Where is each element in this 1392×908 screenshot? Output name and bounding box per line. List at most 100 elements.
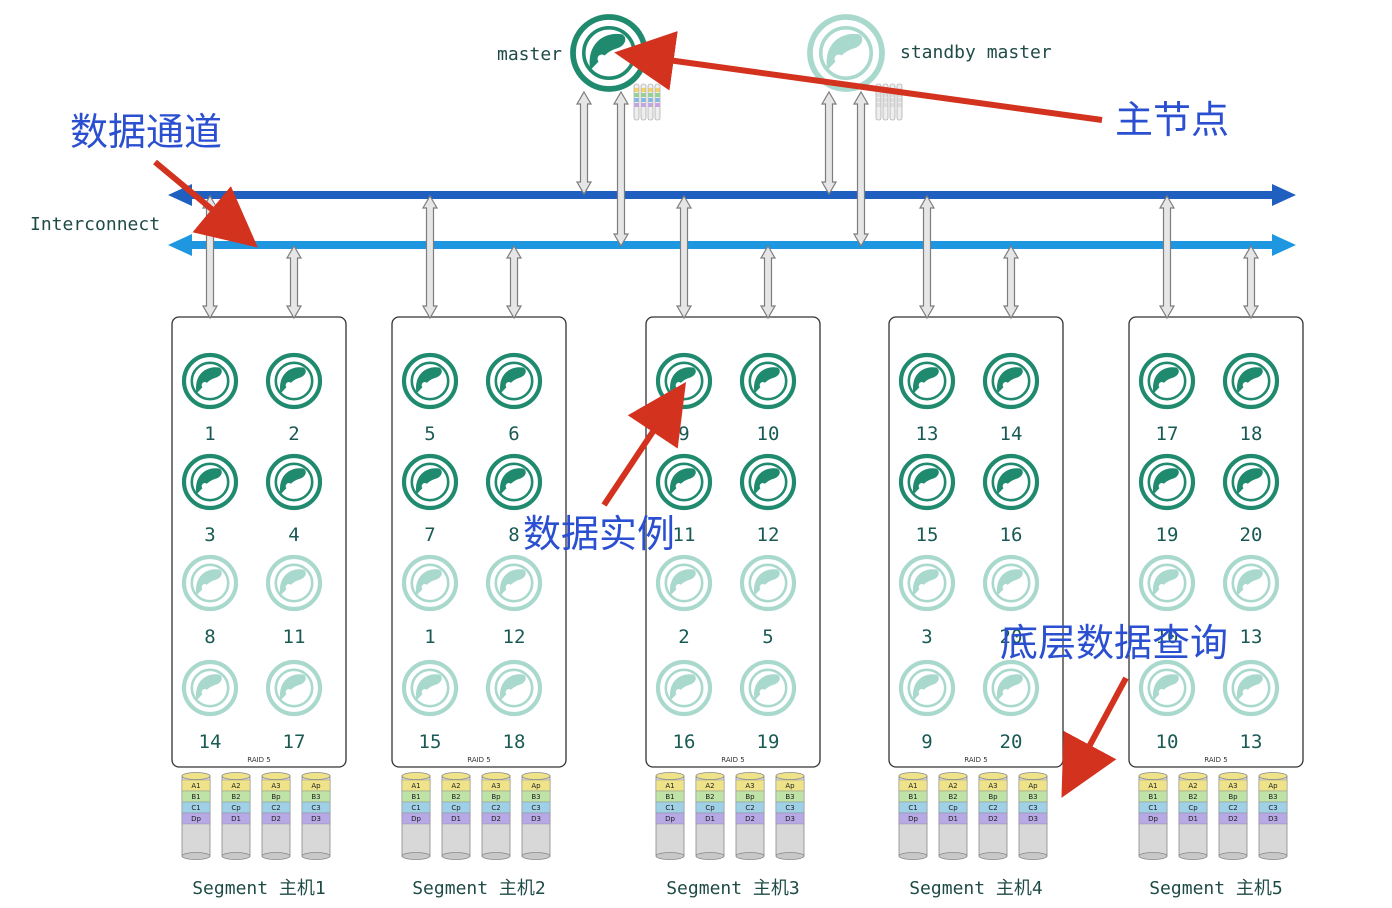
standby-link-bottom [852,90,870,248]
segment-instance-number: 5 [762,626,773,648]
disk-block-label: C1 [665,804,674,812]
disk-block-label: B3 [785,793,794,801]
segment-instance-number: 1 [424,626,435,648]
segment-instance-number: 20 [1000,626,1023,648]
standby-link-top [820,90,838,196]
raid-label: RAID 5 [964,756,988,764]
master-link-bottom [612,90,630,248]
segment-instance-number: 13 [1240,626,1263,648]
disk-block-label: C1 [908,804,917,812]
segment-link-top [675,194,693,320]
disk-block-label: D2 [1228,815,1238,823]
disk-block-label: B3 [1268,793,1277,801]
disk-block-label: C3 [1028,804,1037,812]
segment-link-bottom [505,244,523,320]
annotation-data-instance: 数据实例 [523,512,675,556]
segment-instance-number: 10 [1156,731,1179,753]
disk-block-label: A1 [665,782,674,790]
raid-label: RAID 5 [1204,756,1228,764]
disk-block-label: A3 [1228,782,1237,790]
segment-link-bottom [1242,244,1260,320]
segment-mirror-instance-icon [739,554,797,612]
segment-instance-number: 14 [199,731,222,753]
interconnect-label: Interconnect [30,214,160,235]
disk-block-label: B2 [231,793,240,801]
segment-mirror-instance-icon [485,659,543,717]
segment-primary-instance-icon [265,352,323,410]
segment-instance-number: 19 [1156,524,1179,546]
disk-block-label: Cp [705,804,715,812]
segment-mirror-instance-icon [655,554,713,612]
disk-block-label: B3 [531,793,540,801]
disk-block-label: D1 [705,815,715,823]
annotation-data-channel: 数据通道 [70,110,222,154]
segment-primary-instance-icon [401,453,459,511]
disk-block-label: D1 [231,815,241,823]
segment-primary-instance-icon [982,352,1040,410]
disk-block-label: Dp [908,815,918,823]
raid-label: RAID 5 [247,756,271,764]
disk-block-label: D2 [491,815,501,823]
segment-mirror-instance-icon [181,659,239,717]
disk-block-label: C2 [745,804,754,812]
standby-master-label: standby master [900,42,1052,63]
disk-block-label: Bp [988,793,998,801]
segment-mirror-instance-icon [739,659,797,717]
disk-block-label: C3 [1268,804,1277,812]
segment-primary-instance-icon [1138,453,1196,511]
segment-instance-number: 2 [678,626,689,648]
disk-block-label: A1 [191,782,200,790]
segment-mirror-instance-icon [181,554,239,612]
disk-block-label: B2 [451,793,460,801]
disk-block-label: Ap [1268,782,1278,790]
segment-primary-instance-icon [739,352,797,410]
disk-block-label: D3 [785,815,795,823]
disk-block-label: B3 [1028,793,1037,801]
segment-instance-number: 10 [1156,626,1179,648]
segment-mirror-instance-icon [1222,554,1280,612]
raid-label: RAID 5 [721,756,745,764]
segment-mirror-instance-icon [265,554,323,612]
disk-block-label: C1 [1148,804,1157,812]
segment-instance-number: 16 [1000,524,1023,546]
segment-mirror-instance-icon [898,659,956,717]
segment-instance-number: 20 [1240,524,1263,546]
disk-block-label: Bp [271,793,281,801]
segment-instance-number: 13 [916,423,939,445]
master-storage-icon [633,83,661,121]
disk-block-label: Ap [311,782,321,790]
segment-primary-instance-icon [1222,453,1280,511]
segment-instance-number: 9 [921,731,932,753]
main-node-arrow [614,31,1103,123]
segment-primary-instance-icon [1138,352,1196,410]
data-channel-arrow [153,159,258,248]
disk-block-label: C3 [531,804,540,812]
storage-query-arrow [1061,676,1129,798]
disk-block-label: A2 [705,782,714,790]
segment-host-name: Segment 主机1 [192,878,326,899]
segment-primary-instance-icon [485,352,543,410]
segment-primary-instance-icon [485,453,543,511]
disk-block-label: A3 [745,782,754,790]
segment-mirror-instance-icon [982,659,1040,717]
segment-mirror-instance-icon [982,554,1040,612]
disk-block-label: B1 [1148,793,1157,801]
segment-mirror-instance-icon [1138,659,1196,717]
raid-label: RAID 5 [467,756,491,764]
segment-instance-number: 18 [503,731,526,753]
interconnect-bus-bottom [168,234,1296,256]
disk-block-label: A3 [271,782,280,790]
disk-block-label: Bp [1228,793,1238,801]
